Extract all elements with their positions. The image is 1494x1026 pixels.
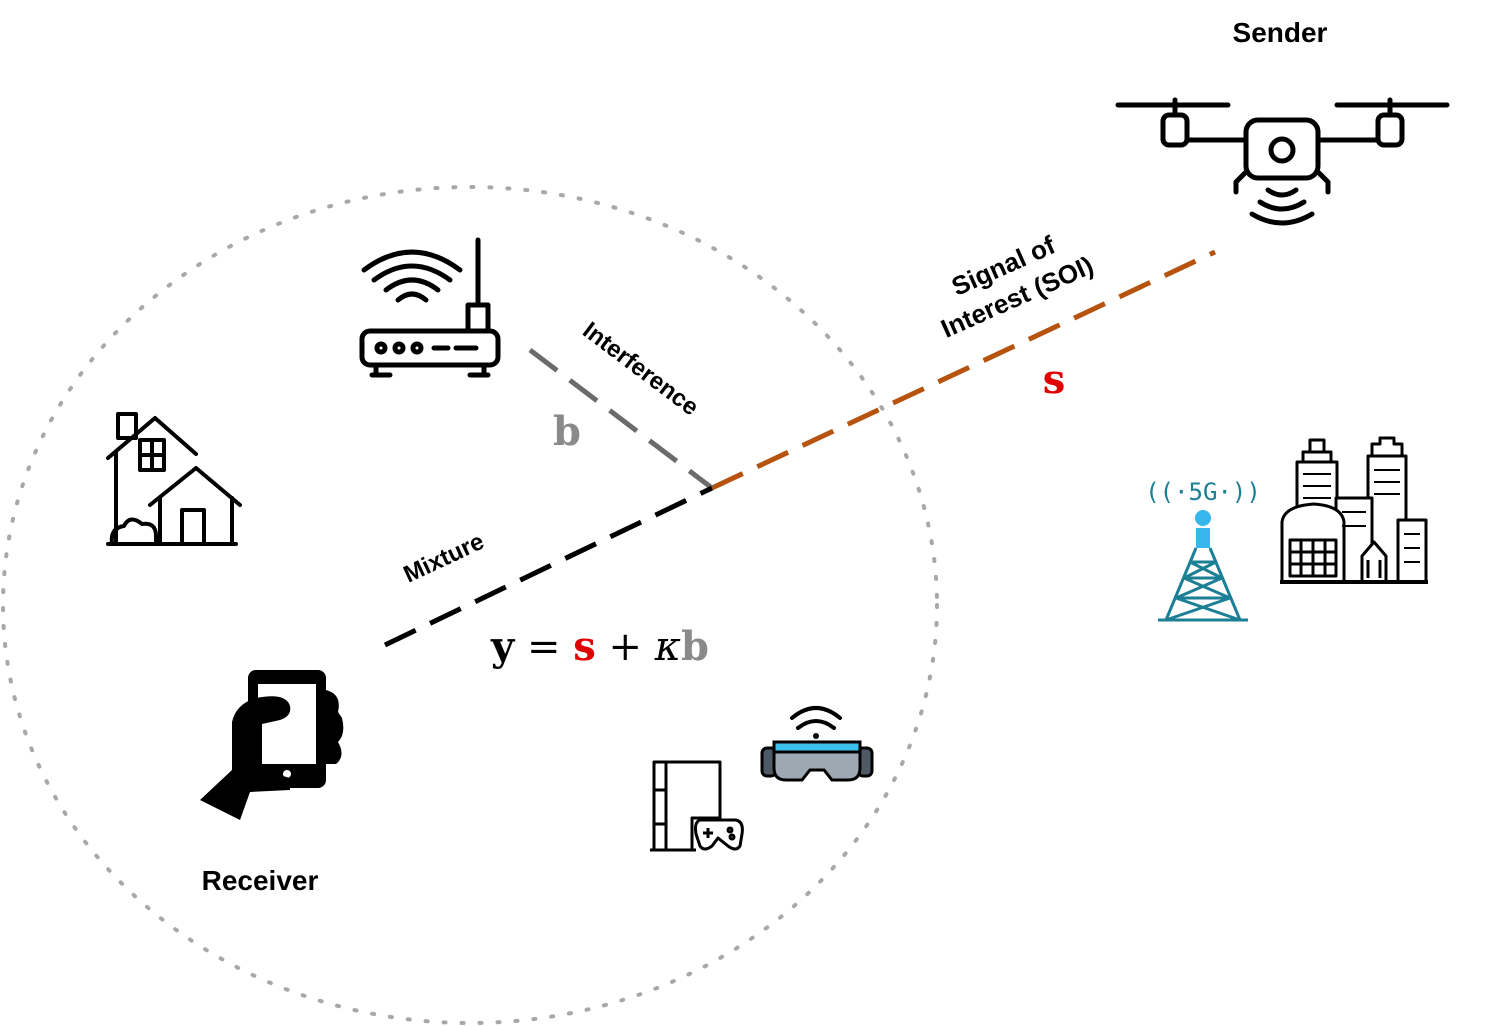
equation-b: b bbox=[681, 623, 709, 670]
coverage-circle bbox=[1, 185, 939, 1025]
mixture-line bbox=[383, 485, 714, 648]
house-icon bbox=[106, 412, 242, 546]
phone-in-hand-icon bbox=[200, 670, 344, 820]
city-buildings-icon bbox=[1280, 436, 1428, 584]
router-icon bbox=[359, 237, 501, 378]
interference-line bbox=[528, 348, 714, 490]
equation-y: y bbox=[490, 623, 516, 670]
interference-label: Interference bbox=[578, 317, 704, 421]
mixture-equation: y = s + κb bbox=[490, 623, 709, 670]
5g-tower-icon: ((·5G·)) bbox=[1145, 478, 1261, 622]
game-console-icon bbox=[650, 760, 744, 852]
drone-icon bbox=[1115, 97, 1450, 226]
sender-label: Sender bbox=[1233, 17, 1328, 48]
equation-plus: + bbox=[596, 624, 655, 670]
equation-equals: = bbox=[514, 624, 573, 670]
receiver-label: Receiver bbox=[202, 865, 319, 896]
soi-line bbox=[710, 249, 1217, 491]
soi-symbol: s bbox=[1043, 356, 1066, 403]
interference-symbol: b bbox=[553, 408, 581, 455]
mixture-label: Mixture bbox=[399, 528, 488, 589]
equation-s: s bbox=[573, 623, 596, 670]
5g-tower-text: ((·5G·)) bbox=[1145, 478, 1261, 506]
equation-kappa: κ bbox=[654, 624, 681, 670]
vr-headset-icon bbox=[760, 706, 874, 782]
